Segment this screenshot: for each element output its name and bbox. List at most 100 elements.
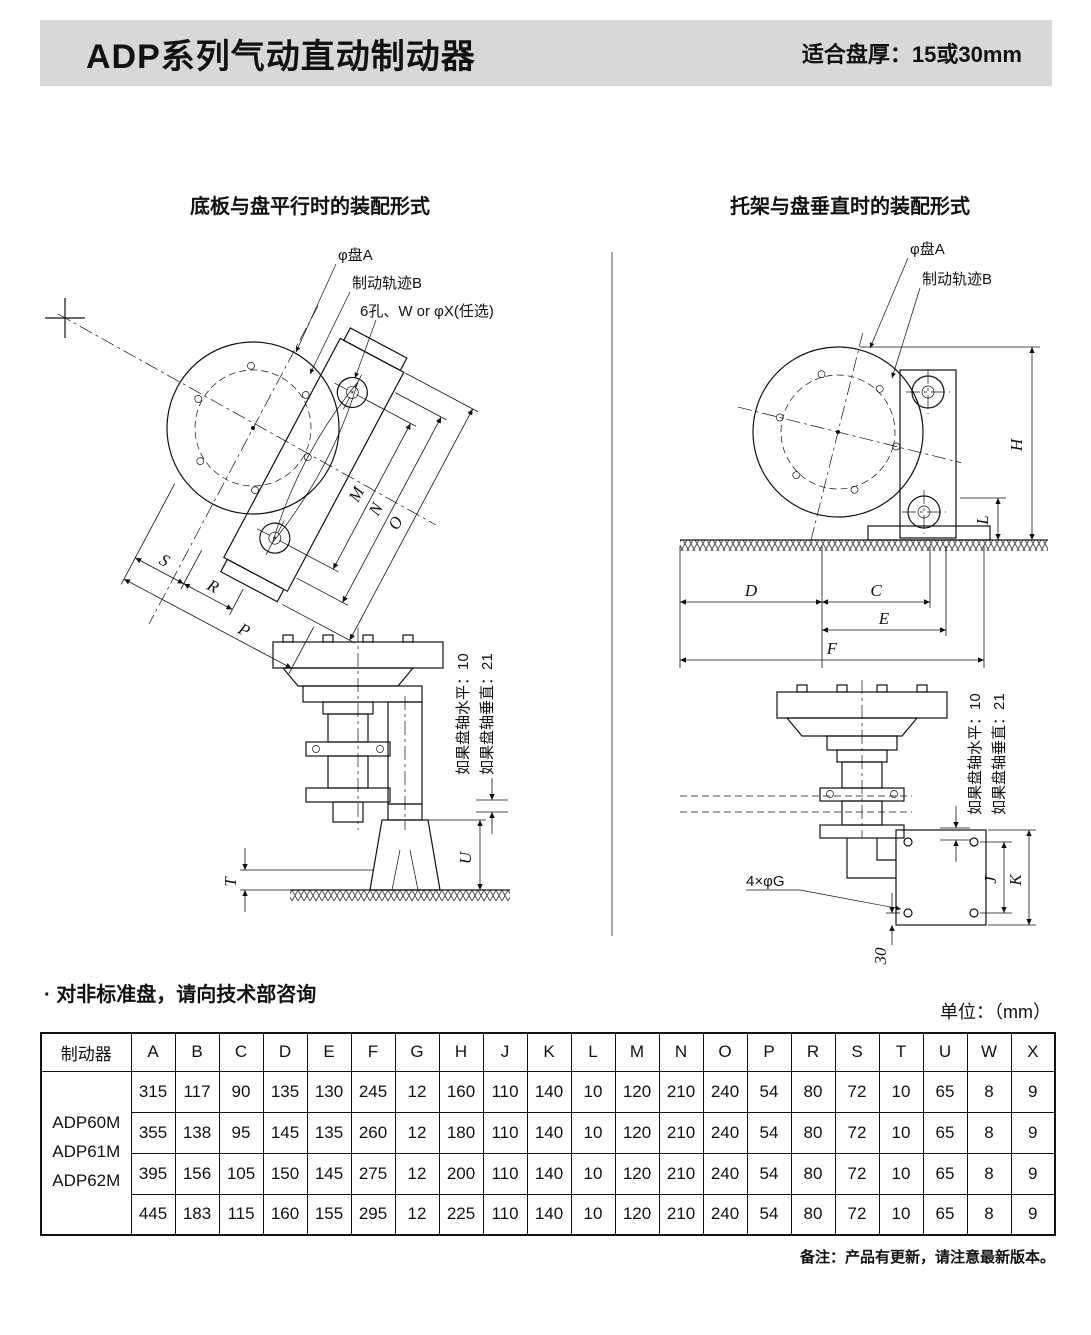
value-cell: 110 (482, 1070, 528, 1113)
table-header-c: C (218, 1032, 264, 1072)
value-cell: 8 (966, 1070, 1012, 1113)
note-shaft-horizontal: 如果盘轴水平：10 (966, 693, 984, 815)
table-header-n: N (658, 1032, 704, 1072)
table-header-model: 制动器 (40, 1032, 132, 1072)
consult-note: · 对非标准盘，请向技术部咨询 (44, 984, 317, 1006)
value-cell: 140 (526, 1152, 572, 1195)
table-header-f: F (350, 1032, 396, 1072)
value-cell: 110 (482, 1152, 528, 1195)
table-header-d: D (262, 1032, 308, 1072)
value-cell: 240 (702, 1111, 748, 1154)
disc-thickness-value: 15或30mm (911, 42, 1022, 67)
ground-hatch (290, 890, 510, 901)
value-cell: 10 (878, 1070, 924, 1113)
table-header-p: P (746, 1032, 792, 1072)
header-bar: ADP系列气动直动制动器 适合盘厚：15或30mm (40, 20, 1052, 86)
disc-callout-label: φ盘A (338, 246, 373, 264)
value-cell: 10 (570, 1111, 616, 1154)
dim-label-h: H (1007, 437, 1026, 452)
value-cell: 110 (482, 1193, 528, 1236)
value-cell: 72 (834, 1111, 880, 1154)
value-cell: 65 (922, 1152, 968, 1195)
value-cell: 210 (658, 1152, 704, 1195)
value-cell: 72 (834, 1152, 880, 1195)
value-cell: 9 (1010, 1070, 1056, 1113)
ground-hatch (680, 540, 1048, 551)
value-cell: 150 (262, 1152, 308, 1195)
dim-label-30: 30 (871, 947, 890, 965)
value-cell: 12 (394, 1193, 440, 1236)
table-header-u: U (922, 1032, 968, 1072)
figure-right-callouts: φ盘A 制动轨迹B (869, 240, 992, 379)
holes-callout-label: 6孔、W or φX(任选) (360, 303, 494, 320)
value-cell: 445 (130, 1193, 176, 1236)
table-header-r: R (790, 1032, 836, 1072)
figure-right-title: 托架与盘垂直时的装配形式 (730, 196, 970, 218)
value-cell: 95 (218, 1111, 264, 1154)
table-header-e: E (306, 1032, 352, 1072)
value-cell: 10 (570, 1193, 616, 1236)
value-cell: 140 (526, 1111, 572, 1154)
value-cell: 395 (130, 1152, 176, 1195)
value-cell: 200 (438, 1152, 484, 1195)
caliper-bracket (680, 369, 1048, 551)
value-cell: 54 (746, 1070, 792, 1113)
value-cell: 240 (702, 1193, 748, 1236)
figure-right-drawing: φ盘A 制动轨迹B H L (679, 240, 1048, 965)
value-cell: 80 (790, 1152, 836, 1195)
table-header-w: W (966, 1032, 1012, 1072)
dim-label-p: P (234, 619, 253, 641)
value-cell: 10 (878, 1111, 924, 1154)
figure-left-title: 底板与盘平行时的装配形式 (190, 196, 430, 218)
dim-label-o: O (384, 513, 407, 533)
value-cell: 315 (130, 1070, 176, 1113)
table-header-m: M (614, 1032, 660, 1072)
value-cell: 9 (1010, 1193, 1056, 1236)
disc-callout-label: φ盘A (910, 240, 945, 258)
table-header-g: G (394, 1032, 440, 1072)
value-cell: 80 (790, 1070, 836, 1113)
dim-label-e: E (878, 609, 890, 628)
value-cell: 180 (438, 1111, 484, 1154)
value-cell: 145 (262, 1111, 308, 1154)
value-cell: 160 (262, 1193, 308, 1236)
footer-note: 备注：产品有更新，请注意最新版本。 (799, 1249, 1055, 1266)
value-cell: 240 (702, 1070, 748, 1113)
dim-label-r: R (203, 575, 223, 597)
value-cell: 160 (438, 1070, 484, 1113)
figure-left-drawing: M N O S R P (45, 246, 510, 912)
brake-side-view: 4×φG J K 30 (680, 680, 1036, 965)
model-name: ADP60M (52, 1113, 121, 1133)
value-cell: 117 (174, 1070, 220, 1113)
page-title: ADP系列气动直动制动器 (86, 37, 476, 76)
table-header-h: H (438, 1032, 484, 1072)
value-cell: 65 (922, 1111, 968, 1154)
value-cell: 120 (614, 1193, 660, 1236)
value-cell: 210 (658, 1070, 704, 1113)
disc-caliper-assembly: M N O S R P (120, 327, 479, 674)
note-shaft-vertical: 如果盘轴垂直：21 (478, 653, 496, 775)
value-cell: 9 (1010, 1152, 1056, 1195)
value-cell: 130 (306, 1070, 352, 1113)
value-cell: 12 (394, 1070, 440, 1113)
figure-left-callouts: φ盘A 制动轨迹B 6孔、W or φX(任选) (295, 246, 494, 379)
value-cell: 120 (614, 1070, 660, 1113)
disc-thickness: 适合盘厚：15或30mm (802, 37, 1022, 69)
dim-label-s: S (156, 550, 173, 571)
value-cell: 295 (350, 1193, 396, 1236)
value-cell: 9 (1010, 1111, 1056, 1154)
dim-label-c: C (870, 581, 882, 600)
value-cell: 210 (658, 1111, 704, 1154)
value-cell: 138 (174, 1111, 220, 1154)
right-dimensions-top: H L D C E F (679, 346, 1040, 668)
model-name: ADP61M (52, 1142, 121, 1162)
dim-label-l: L (973, 515, 992, 525)
disc-right (737, 332, 962, 547)
table-header-b: B (174, 1032, 220, 1072)
value-cell: 54 (746, 1193, 792, 1236)
dim-label-j: J (981, 875, 1000, 884)
value-cell: 115 (218, 1193, 264, 1236)
